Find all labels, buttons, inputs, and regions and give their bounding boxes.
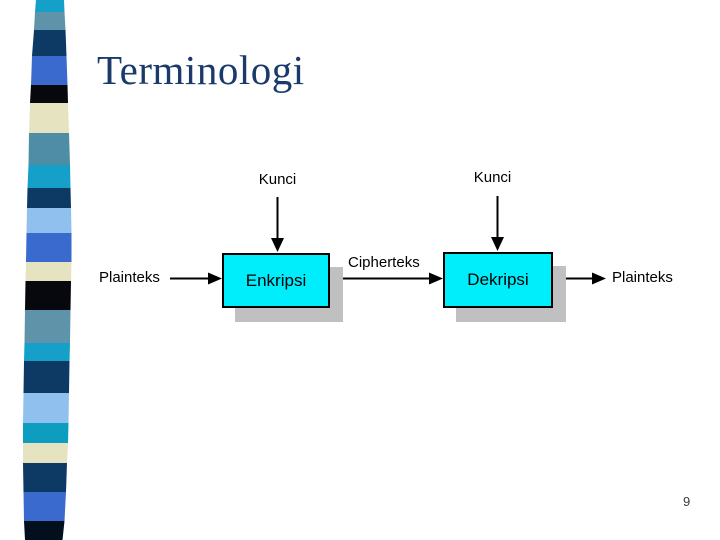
stripe-segment xyxy=(26,208,72,233)
label-kunci-left: Kunci xyxy=(258,171,297,188)
stripe-segment xyxy=(23,463,67,492)
arrow-kunci-to-dekripsi xyxy=(491,196,504,251)
dekripsi-box: Dekripsi xyxy=(443,252,553,308)
label-plainteks-input: Plainteks xyxy=(99,269,160,286)
slide-title: Terminologi xyxy=(97,47,305,93)
stripe-segment xyxy=(25,262,72,281)
stripe-segment xyxy=(34,12,66,30)
stripe-segment xyxy=(27,165,71,188)
label-plainteks-output: Plainteks xyxy=(612,269,673,286)
stripe-segment xyxy=(35,0,65,12)
decorative-stripe xyxy=(23,0,72,540)
stripe-segment xyxy=(25,281,71,310)
dekripsi-box-label: Dekripsi xyxy=(467,270,529,289)
stripe-segment xyxy=(23,393,69,423)
enkripsi-box-label: Enkripsi xyxy=(245,270,307,290)
stripe-segment xyxy=(29,103,69,133)
stripe-segment xyxy=(31,56,68,85)
stripe-segment xyxy=(30,85,68,103)
stripe-segment xyxy=(32,30,67,56)
stripe-segment xyxy=(23,361,70,393)
enkripsi-box: Enkripsi xyxy=(222,253,330,308)
stripe-segment xyxy=(26,233,72,262)
arrow-dekripsi-to-plainteks xyxy=(553,272,606,285)
label-cipherteks: Cipherteks xyxy=(348,254,420,271)
page-number: 9 xyxy=(683,494,691,509)
stripe-segment xyxy=(23,492,66,521)
stripe-segment xyxy=(23,443,68,463)
label-kunci-right: Kunci xyxy=(473,169,512,186)
stripe-segment xyxy=(24,343,70,361)
stripe-segment xyxy=(27,188,71,208)
arrow-enkripsi-to-dekripsi xyxy=(330,272,443,285)
arrow-kunci-to-enkripsi xyxy=(271,197,284,252)
stripe-segment xyxy=(24,521,65,540)
stripe-segment xyxy=(23,423,69,443)
arrow-plainteks-to-enkripsi xyxy=(170,272,222,285)
stripe-segment xyxy=(28,133,70,165)
stripe-segment xyxy=(24,310,71,343)
